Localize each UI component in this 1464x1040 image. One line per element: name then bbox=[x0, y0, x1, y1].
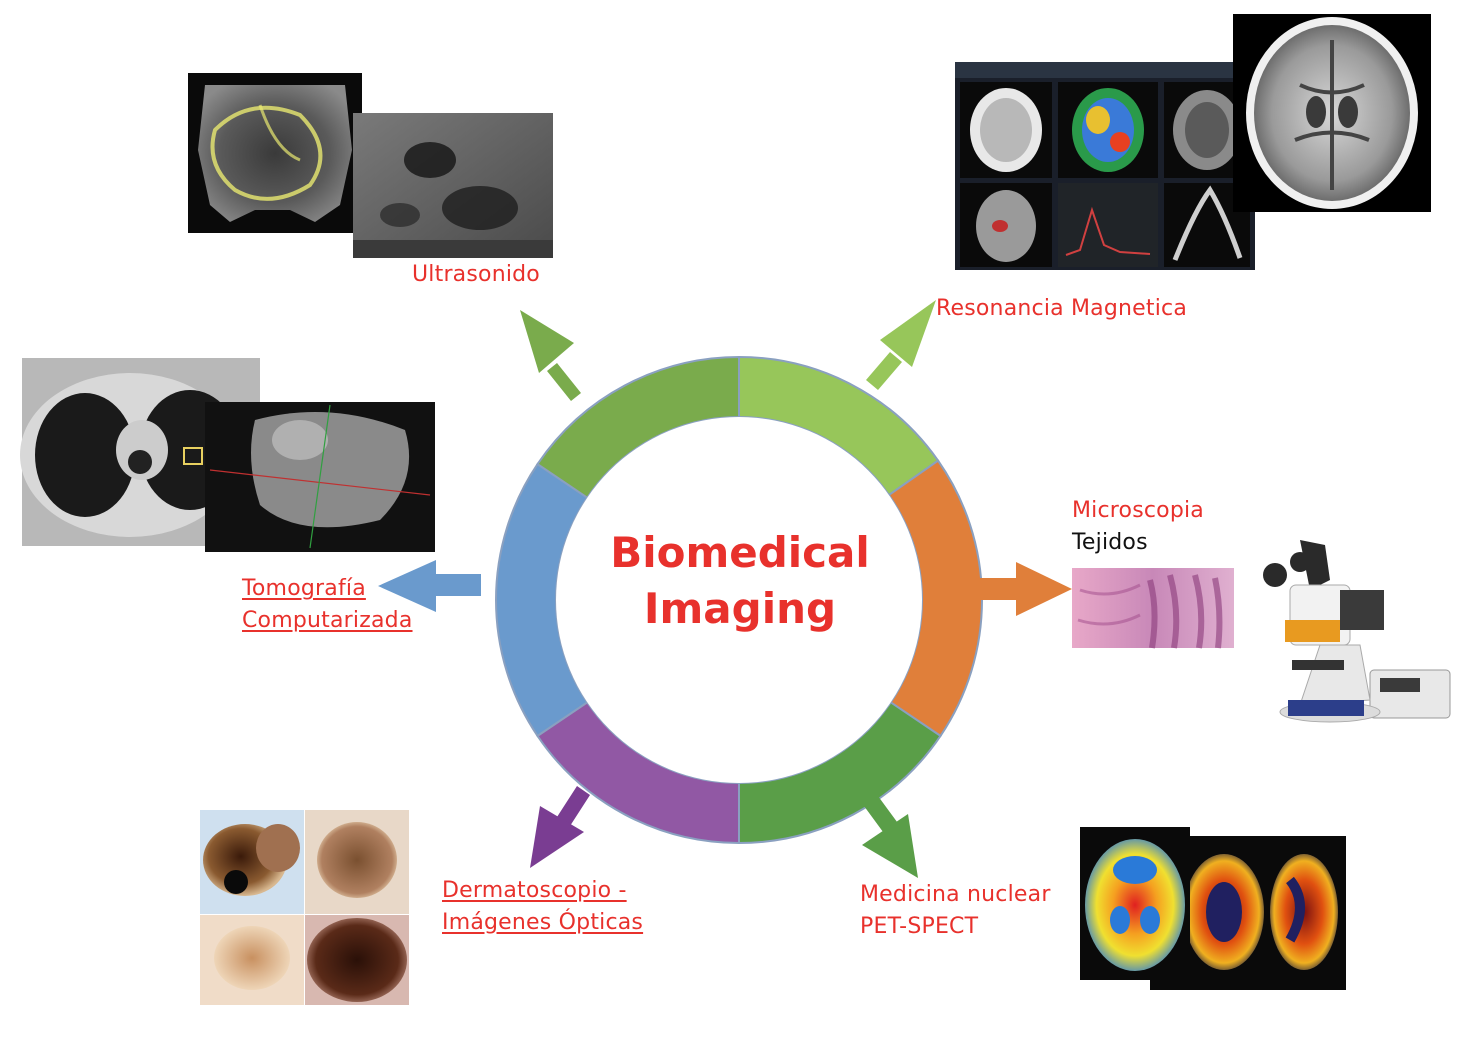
arrow-ct bbox=[378, 560, 481, 612]
microscope-image bbox=[1072, 540, 1451, 723]
center-title-line-1: Biomedical bbox=[610, 528, 870, 577]
center-title-line-2: Imaging bbox=[643, 584, 837, 633]
arrow-dermatoscopy bbox=[530, 786, 590, 868]
label-microscopy-text: Microscopia bbox=[1072, 498, 1204, 523]
ultrasound-image bbox=[188, 73, 553, 258]
arrow-ultrasound bbox=[520, 310, 581, 401]
label-microscopy: Microscopia Tejidos bbox=[1072, 495, 1204, 559]
label-nuclear: Medicina nuclear PET-SPECT bbox=[860, 879, 1051, 943]
mri-brain-image bbox=[955, 14, 1431, 270]
label-mri: Resonancia Magnetica bbox=[936, 293, 1187, 325]
label-ct-line-2[interactable]: Computarizada bbox=[242, 608, 413, 633]
label-dermatoscopy[interactable]: Dermatoscopio - Imágenes Ópticas bbox=[442, 875, 643, 939]
arrow-mri bbox=[866, 300, 936, 390]
center-title: Biomedical Imaging bbox=[560, 525, 920, 637]
label-ultrasound-text: Ultrasonido bbox=[412, 262, 540, 287]
label-ultrasound: Ultrasonido bbox=[412, 259, 540, 291]
label-nuclear-line-1: Medicina nuclear bbox=[860, 882, 1051, 907]
label-mri-text: Resonancia Magnetica bbox=[936, 296, 1188, 321]
pet-scan-image bbox=[1080, 827, 1346, 990]
label-dermatoscopy-line-1[interactable]: Dermatoscopio - bbox=[442, 878, 627, 903]
label-microscopy-sublabel: Tejidos bbox=[1072, 530, 1148, 555]
label-nuclear-line-2: PET-SPECT bbox=[860, 914, 979, 939]
label-ct[interactable]: Tomografía Computarizada bbox=[242, 573, 413, 637]
ct-scan-image bbox=[20, 358, 435, 552]
label-dermatoscopy-line-2[interactable]: Imágenes Ópticas bbox=[442, 910, 644, 935]
ring-center bbox=[556, 417, 922, 783]
skin-lesion-image bbox=[200, 810, 409, 1005]
arrow-nuclear bbox=[862, 796, 918, 878]
arrow-microscopy bbox=[980, 562, 1072, 616]
label-ct-line-1[interactable]: Tomografía bbox=[242, 576, 366, 601]
